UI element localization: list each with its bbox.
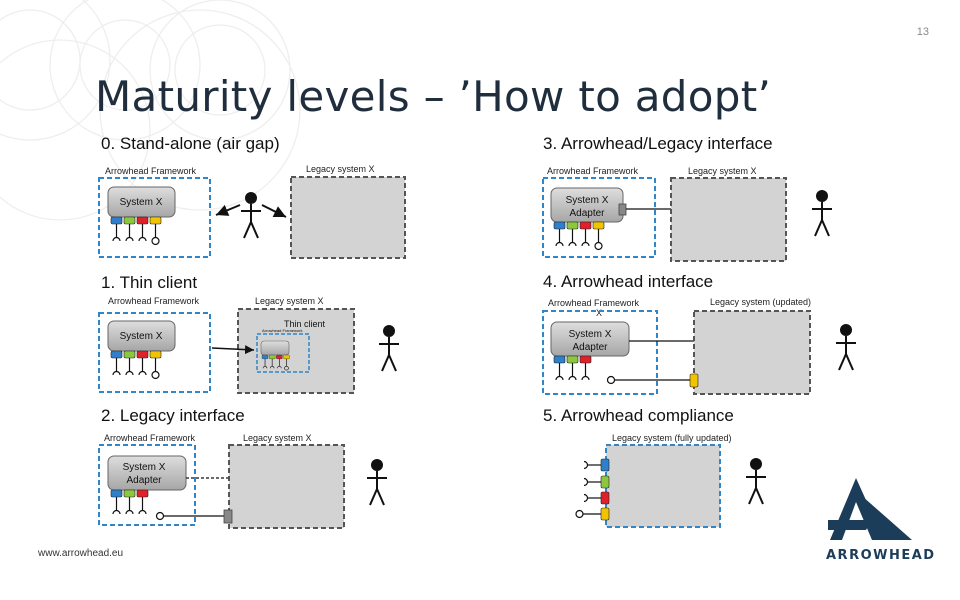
l0-person-icon: [240, 191, 262, 239]
l1-thin-client-box: [256, 333, 310, 373]
l2-legacy-box: [228, 444, 345, 529]
l2-system-text-2: Adapter: [126, 475, 162, 486]
level-0-legacy-label: Legacy system X: [306, 164, 375, 174]
level-5-legacy-label: Legacy system (fully updated): [612, 433, 732, 443]
l0-arrow-left: [215, 204, 241, 216]
l3-ports: [553, 221, 605, 251]
l5-person-icon: [745, 457, 767, 505]
l2-ports: [110, 489, 224, 521]
level-4-framework-label: Arrowhead Framework: [548, 298, 640, 308]
l1-ports: [110, 350, 162, 380]
l0-system-text: System X: [120, 197, 163, 208]
l0-ports: [110, 216, 162, 246]
level-1-heading: 1. Thin client: [101, 273, 198, 292]
l3-system-text-1: System X: [566, 195, 609, 206]
level-3-framework-label: Arrowhead Framework: [547, 166, 639, 176]
level-2-legacy-label: Legacy system X: [243, 433, 312, 443]
slide-title: Maturity levels – ’How to adopt’: [95, 72, 772, 121]
l2-framework-box: [98, 444, 196, 526]
l4-framework-box: [542, 310, 658, 395]
level-4-legacy-label: Legacy system (updated): [710, 297, 812, 307]
l4-person-icon: [835, 323, 857, 371]
level-2-framework-label: Arrowhead Framework: [104, 433, 196, 443]
level-2-heading: 2. Legacy interface: [101, 406, 245, 425]
l2-person-icon: [366, 458, 388, 506]
l4-system-text-1: System X: [569, 329, 612, 340]
l2-system-text-1: System X: [123, 462, 166, 473]
l1-framework-box: [98, 312, 211, 393]
level-4-heading: 4. Arrowhead interface: [543, 272, 714, 291]
l5-legacy-box: [605, 444, 721, 528]
logo-text: ARROWHEAD: [826, 548, 936, 563]
l4-ports: [553, 355, 690, 385]
level-4-cross-mark: X: [596, 308, 603, 318]
l1-system-text: System X: [120, 331, 163, 342]
l1-thin-client-label: Thin client: [284, 319, 326, 329]
l5-ports: [575, 458, 610, 521]
arrowhead-logo-icon: [828, 478, 912, 540]
l0-legacy-box: [290, 176, 406, 259]
l1-tiny-framework-label: Arrowhead Framework: [262, 328, 302, 333]
l3-adapter-port: [618, 203, 627, 216]
level-1-framework-label: Arrowhead Framework: [108, 296, 200, 306]
l0-framework-box: [98, 177, 211, 258]
l3-framework-box: [542, 177, 656, 258]
level-0-heading: 0. Stand-alone (air gap): [101, 134, 280, 153]
l3-system-text-2: Adapter: [569, 208, 605, 219]
l0-arrow-right: [261, 204, 287, 218]
level-5-heading: 5. Arrowhead compliance: [543, 406, 734, 425]
level-1-legacy-label: Legacy system X: [255, 296, 324, 306]
l3-legacy-box: [670, 177, 787, 262]
l3-person-icon: [811, 189, 833, 237]
level-0-framework-label: Arrowhead Framework: [105, 166, 197, 176]
l1-arrow: [211, 345, 255, 355]
page-number: 13: [916, 26, 929, 38]
l1-person-icon: [378, 324, 400, 372]
level-3-heading: 3. Arrowhead/Legacy interface: [543, 134, 773, 153]
l4-system-text-2: Adapter: [572, 342, 608, 353]
l1-mini-system-box: [260, 340, 290, 356]
l4-legacy-box: [693, 310, 811, 395]
background-circles: [0, 0, 301, 221]
l4-legacy-port: [689, 373, 699, 388]
l2-legacy-port: [223, 509, 233, 524]
footer-url[interactable]: www.arrowhead.eu: [38, 548, 124, 559]
level-3-legacy-label: Legacy system X: [688, 166, 757, 176]
